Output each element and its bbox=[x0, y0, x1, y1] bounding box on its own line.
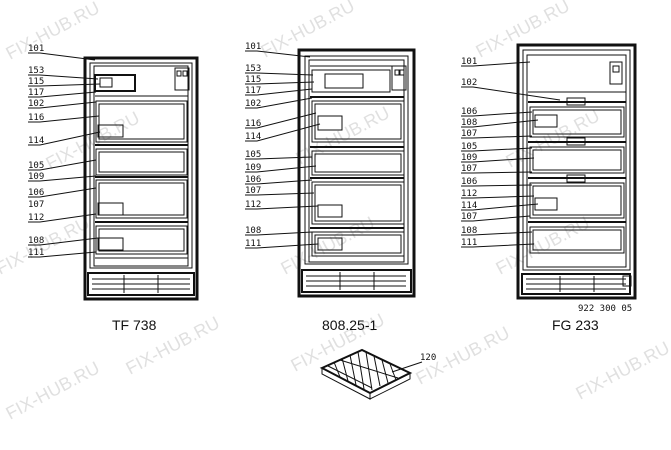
watermark: FIX-HUB.RU bbox=[0, 213, 93, 279]
part-label: 101 bbox=[245, 42, 261, 52]
part-label: 120 bbox=[420, 353, 436, 363]
part-label: 112 bbox=[461, 189, 477, 199]
part-label: 112 bbox=[245, 200, 261, 210]
part-label: 153 bbox=[28, 66, 44, 76]
part-label: 109 bbox=[245, 163, 261, 173]
part-label: 102 bbox=[461, 78, 477, 88]
part-label: 115 bbox=[245, 75, 261, 85]
part-label: 106 bbox=[28, 188, 44, 198]
watermark: FIX-HUB.RU bbox=[572, 338, 671, 404]
part-label: 107 bbox=[461, 164, 477, 174]
freezer-808-25-1 bbox=[297, 48, 416, 298]
watermark: FIX-HUB.RU bbox=[42, 108, 142, 174]
part-label: 109 bbox=[461, 153, 477, 163]
part-label: 111 bbox=[28, 248, 44, 258]
part-label: 117 bbox=[245, 86, 261, 96]
part-label: 101 bbox=[28, 44, 44, 54]
part-label: 114 bbox=[245, 132, 261, 142]
part-label: 101 bbox=[461, 57, 477, 67]
part-label: 117 bbox=[28, 88, 44, 98]
watermark-layer: FIX-HUB.RU FIX-HUB.RU FIX-HUB.RU FIX-HUB… bbox=[0, 0, 671, 424]
part-label: 105 bbox=[461, 142, 477, 152]
model-name: TF 738 bbox=[112, 317, 157, 333]
part-label: 109 bbox=[28, 172, 44, 182]
part-label: 114 bbox=[28, 136, 44, 146]
part-label: 114 bbox=[461, 201, 477, 211]
part-label: 106 bbox=[461, 177, 477, 187]
part-label: 107 bbox=[245, 186, 261, 196]
part-label: 116 bbox=[28, 113, 44, 123]
labels-tf738: 101 153 115 117 102 116 114 105 109 106 … bbox=[28, 44, 157, 333]
part-label: 107 bbox=[461, 212, 477, 222]
part-label: 106 bbox=[461, 107, 477, 117]
part-label: 106 bbox=[245, 175, 261, 185]
labels-fg233: 101 102 106 108 107 105 109 107 106 112 … bbox=[461, 57, 632, 333]
part-label: 108 bbox=[461, 226, 477, 236]
part-label: 102 bbox=[245, 99, 261, 109]
part-label: 108 bbox=[245, 226, 261, 236]
part-label: 107 bbox=[28, 200, 44, 210]
part-label: 153 bbox=[245, 64, 261, 74]
model-name: 808.25-1 bbox=[322, 317, 377, 333]
part-label: 102 bbox=[28, 99, 44, 109]
model-name: FG 233 bbox=[552, 317, 599, 333]
part-label: 115 bbox=[28, 77, 44, 87]
part-label: 112 bbox=[28, 213, 44, 223]
part-label: 111 bbox=[461, 238, 477, 248]
freezer-tf738 bbox=[83, 56, 199, 301]
watermark: FIX-HUB.RU bbox=[2, 0, 102, 64]
part-label: 108 bbox=[461, 118, 477, 128]
part-code: 922 300 05 bbox=[578, 304, 632, 314]
watermark: FIX-HUB.RU bbox=[2, 358, 102, 424]
part-label: 105 bbox=[28, 161, 44, 171]
labels-808-25-1: 101 153 115 117 102 116 114 105 109 106 … bbox=[245, 42, 377, 333]
part-label: 116 bbox=[245, 119, 261, 129]
part-label: 107 bbox=[461, 129, 477, 139]
part-label: 111 bbox=[245, 239, 261, 249]
watermark: FIX-HUB.RU bbox=[292, 103, 392, 169]
part-label: 105 bbox=[245, 150, 261, 160]
freezer-fg233 bbox=[516, 43, 637, 300]
ice-cube-tray: 120 bbox=[319, 348, 436, 400]
part-label: 108 bbox=[28, 236, 44, 246]
